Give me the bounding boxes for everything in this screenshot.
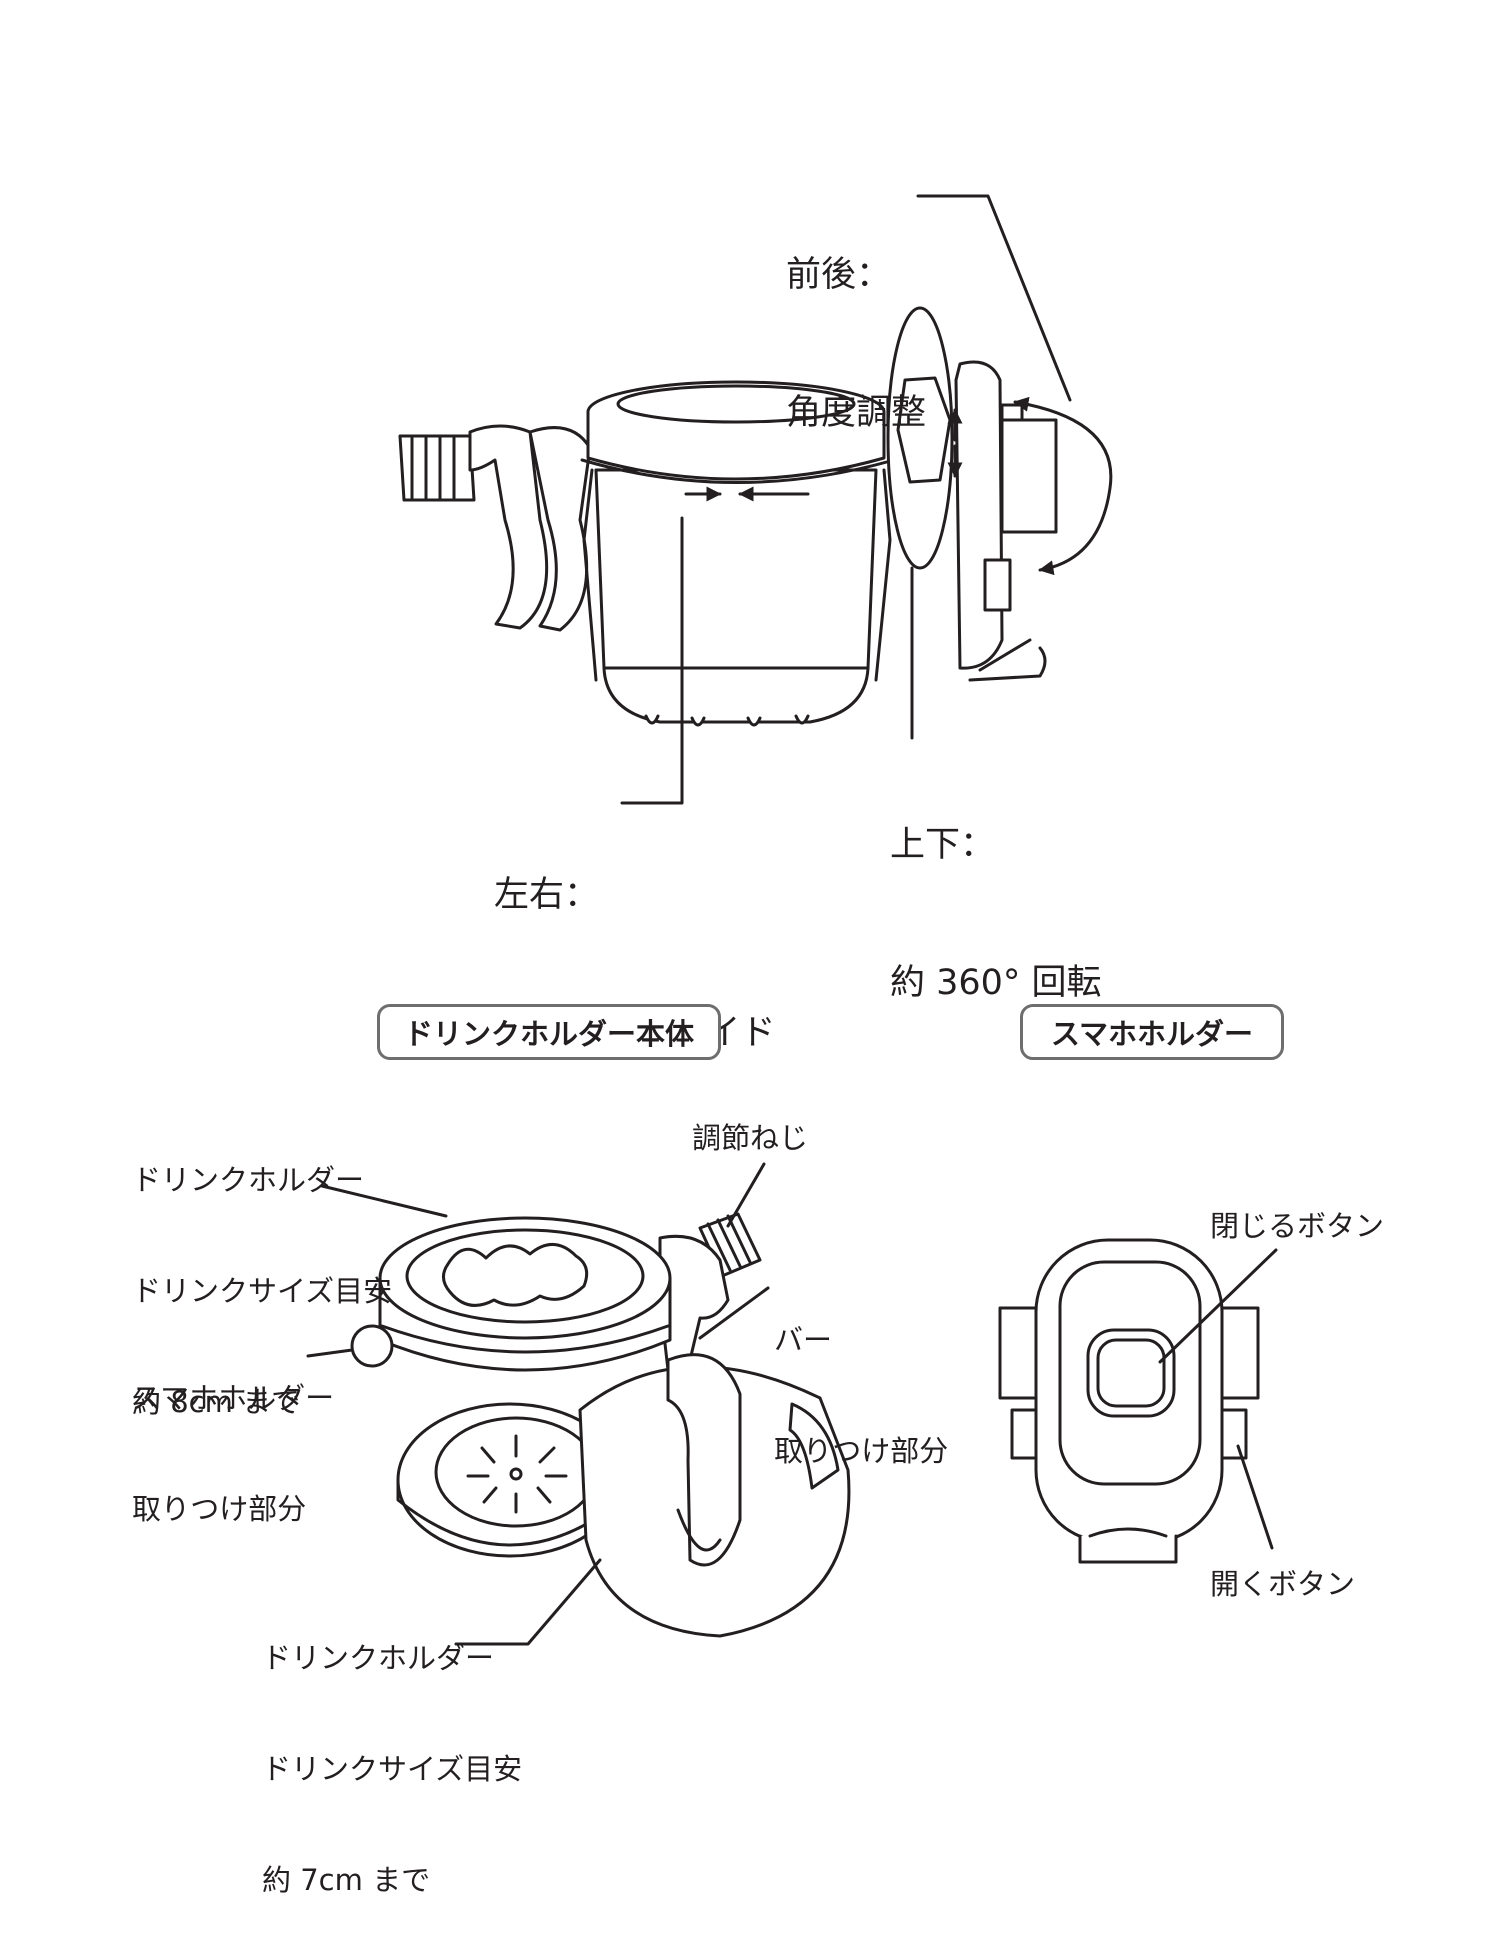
callout-screw: 調節ねじ xyxy=(692,1121,809,1155)
section-title-drink-holder: ドリンクホルダー本体 xyxy=(377,1004,721,1060)
phone-holder-drawing xyxy=(998,1238,1260,1564)
callout-small-cup: ドリンクホルダー ドリンクサイズ目安 約 7cm まで xyxy=(262,1566,522,1936)
callout-phone-mount-line1: スマホホルダー xyxy=(132,1381,335,1415)
label-left-right-line1: 左右： xyxy=(494,875,600,915)
callout-phone-mount: スマホホルダー 取りつけ部分 xyxy=(132,1306,334,1565)
label-up-down-line2: 約 360° 回転 xyxy=(890,963,1102,1003)
drink-holder-exploded-drawing xyxy=(350,1212,851,1638)
leader-bar xyxy=(698,1286,770,1340)
product-illustration xyxy=(306,194,1278,1646)
label-front-back: 前後： 角度調整 xyxy=(786,160,926,482)
callout-bar: バー 取りつけ部分 xyxy=(774,1248,948,1507)
leader-close-button xyxy=(1158,1248,1278,1364)
leader-large-ring xyxy=(320,1184,448,1218)
callout-large-ring: ドリンクホルダー ドリンクサイズ目安 約 8cm まで xyxy=(132,1088,392,1458)
callout-phone-mount-line2: 取りつけ部分 xyxy=(132,1492,307,1526)
callout-bar-line1: バー xyxy=(774,1323,833,1357)
label-up-down-line1: 上下： xyxy=(890,825,996,865)
leader-open-button xyxy=(1236,1444,1274,1550)
label-up-down: 上下： 約 360° 回転 xyxy=(890,730,1102,1052)
leader-small-cup xyxy=(454,1558,602,1646)
callout-small-cup-line3: 約 7cm まで xyxy=(262,1863,431,1897)
callout-open-button: 開くボタン xyxy=(1210,1567,1356,1601)
callout-close-button: 閉じるボタン xyxy=(1210,1209,1385,1243)
top-cup-holder-drawing xyxy=(398,306,1113,727)
callout-bar-line2: 取りつけ部分 xyxy=(774,1434,949,1468)
leader-front-back xyxy=(916,194,1072,402)
leader-screw xyxy=(726,1162,766,1228)
callout-large-ring-line3: 約 8cm まで xyxy=(132,1385,301,1419)
leader-phone-mount xyxy=(306,1348,354,1358)
callout-large-ring-line2: ドリンクサイズ目安 xyxy=(132,1274,393,1308)
leader-left-right xyxy=(620,516,684,805)
label-front-back-line2: 角度調整 xyxy=(786,393,927,433)
callout-small-cup-line2: ドリンクサイズ目安 xyxy=(262,1752,523,1786)
label-front-back-line1: 前後： xyxy=(786,255,892,295)
section-title-phone-holder: スマホホルダー xyxy=(1020,1004,1284,1060)
callout-small-cup-line1: ドリンクホルダー xyxy=(262,1641,495,1675)
callout-large-ring-line1: ドリンクホルダー xyxy=(132,1163,365,1197)
